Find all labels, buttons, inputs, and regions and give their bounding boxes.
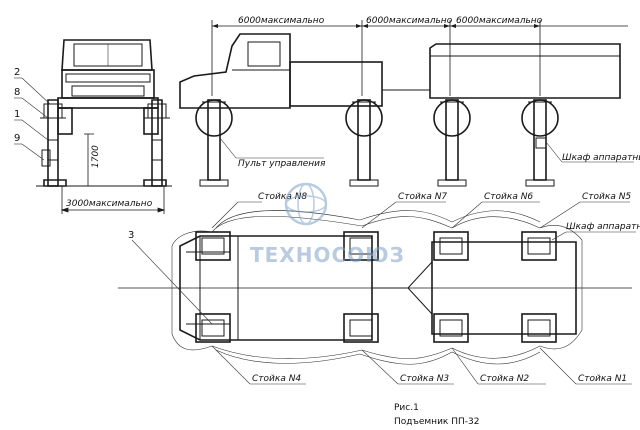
figure-number: Рис.1 bbox=[394, 403, 419, 413]
callout-8: 8 bbox=[14, 87, 20, 98]
plan-stand-1 bbox=[521, 313, 557, 343]
stand3-label: Стойка N3 bbox=[400, 374, 449, 384]
height-dimension: 1700 bbox=[91, 145, 101, 168]
watermark-logo bbox=[284, 182, 328, 226]
plan-stand-5 bbox=[521, 231, 557, 261]
plan-stand-8 bbox=[195, 231, 231, 261]
callout-9: 9 bbox=[14, 133, 20, 144]
stand2-label: Стойка N2 bbox=[480, 374, 529, 384]
side-stand-1 bbox=[199, 99, 229, 187]
stand6-label: Стойка N6 bbox=[484, 192, 533, 202]
width-dimension: 3000максимально bbox=[66, 199, 153, 209]
stand1-label: Стойка N1 bbox=[578, 374, 627, 384]
plan-stand-2 bbox=[433, 313, 469, 343]
plan-view bbox=[118, 201, 636, 385]
stand8-label: Стойка N8 bbox=[258, 192, 307, 202]
callout-2: 2 bbox=[14, 67, 20, 78]
control-panel-label: Пульт управления bbox=[238, 159, 326, 169]
top-dimension-1: 6000максимально bbox=[238, 16, 325, 26]
front-view bbox=[14, 39, 172, 214]
top-dimension-2: 6000максимально bbox=[366, 16, 453, 26]
callout-3: 3 bbox=[128, 230, 134, 241]
stand5-label: Стойка N5 bbox=[582, 192, 631, 202]
plan-stand-4 bbox=[195, 313, 231, 343]
top-dimension-3: 6000максимально bbox=[456, 16, 543, 26]
stand4-label: Стойка N4 bbox=[252, 374, 301, 384]
side-stand-3 bbox=[437, 99, 467, 187]
cabinet2-label: Шкаф аппаратный2 bbox=[566, 222, 640, 232]
plan-stand-7 bbox=[343, 231, 379, 261]
figure-title: Подъемник ПП-32 bbox=[394, 417, 479, 427]
stand7-label: Стойка N7 bbox=[398, 192, 447, 202]
callout-1: 1 bbox=[14, 109, 20, 120]
plan-stand-3 bbox=[343, 313, 379, 343]
side-stand-2 bbox=[349, 99, 379, 187]
plan-stand-6 bbox=[433, 231, 469, 261]
side-stand-4 bbox=[525, 99, 555, 187]
cabinet1-label: Шкаф аппаратный1 bbox=[562, 153, 640, 163]
watermark-text: ТЕХНОСОЮЗ bbox=[250, 243, 405, 267]
side-view bbox=[179, 20, 634, 187]
